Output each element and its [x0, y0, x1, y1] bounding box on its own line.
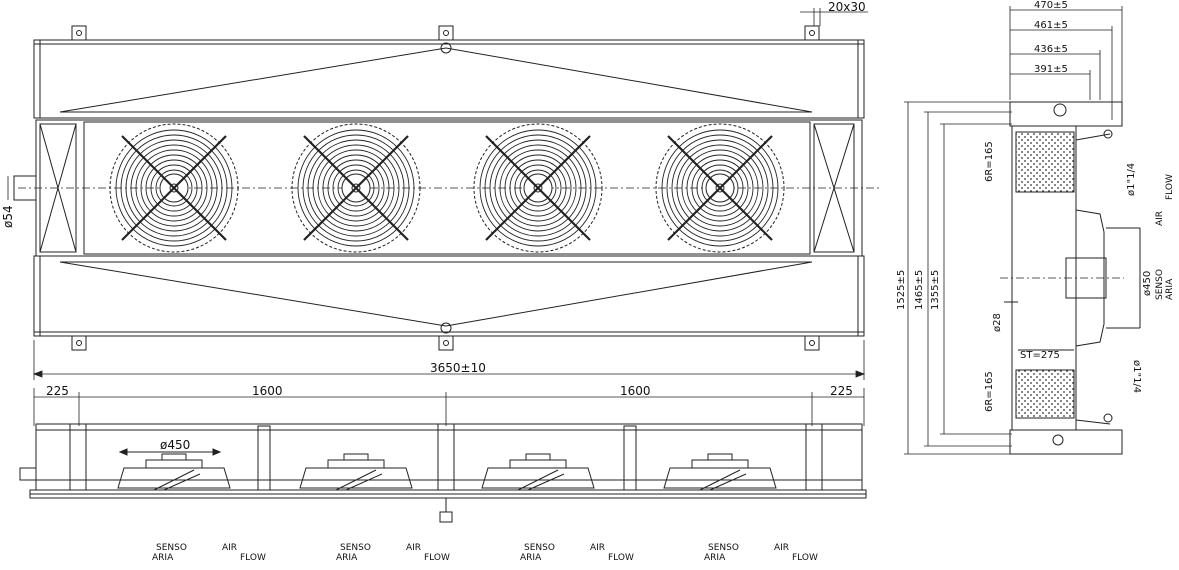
dim-side-w4: 391±5 — [1034, 64, 1068, 75]
dim-tube-rows-bottom: 6R=165 — [984, 371, 995, 412]
airflow-aria-1: ARIA — [152, 553, 174, 563]
dim-spacing-2: 1600 — [620, 384, 651, 398]
dim-tube-rows-top: 6R=165 — [984, 141, 995, 182]
airflow-labels: SENSO ARIA AIR FLOW SENSO ARIA AIR FLOW … — [152, 543, 818, 563]
dim-end-right: 225 — [830, 384, 853, 398]
airflow-flow-2: FLOW — [424, 553, 450, 563]
dim-side-w2: 461±5 — [1034, 20, 1068, 31]
top-dims — [7, 8, 868, 380]
airflow-air-2: AIR — [406, 543, 421, 553]
airflow-senso-3: SENSO — [524, 543, 555, 553]
dim-pitch: ST=275 — [1020, 350, 1060, 361]
dim-side-fan: ø450 — [1142, 271, 1153, 296]
coil-bottom — [1015, 369, 1075, 419]
coil-top — [1015, 131, 1075, 193]
top-view-fans — [109, 123, 785, 253]
dim-height-1: 1525±5 — [896, 270, 907, 310]
airflow-air-1: AIR — [222, 543, 237, 553]
dim-total-length: 3650±10 — [430, 361, 486, 375]
airflow-aria-2: ARIA — [336, 553, 358, 563]
dim-spacing-1: 1600 — [252, 384, 283, 398]
fan-side-1 — [117, 453, 231, 491]
airflow-flow-4: FLOW — [792, 553, 818, 563]
dim-connection-top: ø1"1/4 — [1126, 163, 1137, 196]
airflow-flow-1: FLOW — [240, 553, 266, 563]
dim-left-pipe: ø54 — [1, 205, 15, 228]
side-flow-label: FLOW — [1165, 174, 1175, 200]
dim-end-left: 225 — [46, 384, 69, 398]
dim-fan-diameter: ø450 — [160, 438, 190, 452]
front-view-fans — [117, 453, 777, 491]
front-view — [19, 423, 867, 523]
fan-guard-3 — [473, 123, 603, 253]
mount-brackets — [71, 25, 820, 351]
top-view — [13, 25, 880, 351]
side-air-label: AIR — [1155, 211, 1165, 226]
front-dims — [33, 388, 865, 426]
airflow-air-3: AIR — [590, 543, 605, 553]
dim-side-w1: 470±5 — [1034, 0, 1068, 11]
fan-side-4 — [663, 453, 777, 491]
side-dims — [904, 6, 1123, 455]
fan-guard-1 — [109, 123, 239, 253]
side-view — [1000, 101, 1141, 455]
dim-height-3: 1355±5 — [930, 270, 941, 310]
airflow-aria-4: ARIA — [704, 553, 726, 563]
airflow-aria-3: ARIA — [520, 553, 542, 563]
airflow-flow-3: FLOW — [608, 553, 634, 563]
fan-guard-2 — [291, 123, 421, 253]
airflow-senso-4: SENSO — [708, 543, 739, 553]
dim-bracket: 20x30 — [828, 0, 866, 14]
airflow-air-4: AIR — [774, 543, 789, 553]
fan-side-2 — [299, 453, 413, 491]
airflow-senso-2: SENSO — [340, 543, 371, 553]
side-aria-label: ARIA — [1165, 278, 1175, 300]
side-senso-label: SENSO — [1155, 269, 1165, 300]
airflow-senso-1: SENSO — [156, 543, 187, 553]
fan-guard-4 — [655, 123, 785, 253]
dim-side-w3: 436±5 — [1034, 44, 1068, 55]
dim-inner-pipe: ø28 — [992, 313, 1003, 332]
fan-side-3 — [481, 453, 595, 491]
dim-connection-bottom: ø1"1/4 — [1131, 360, 1142, 393]
dim-height-2: 1465±5 — [914, 270, 925, 310]
